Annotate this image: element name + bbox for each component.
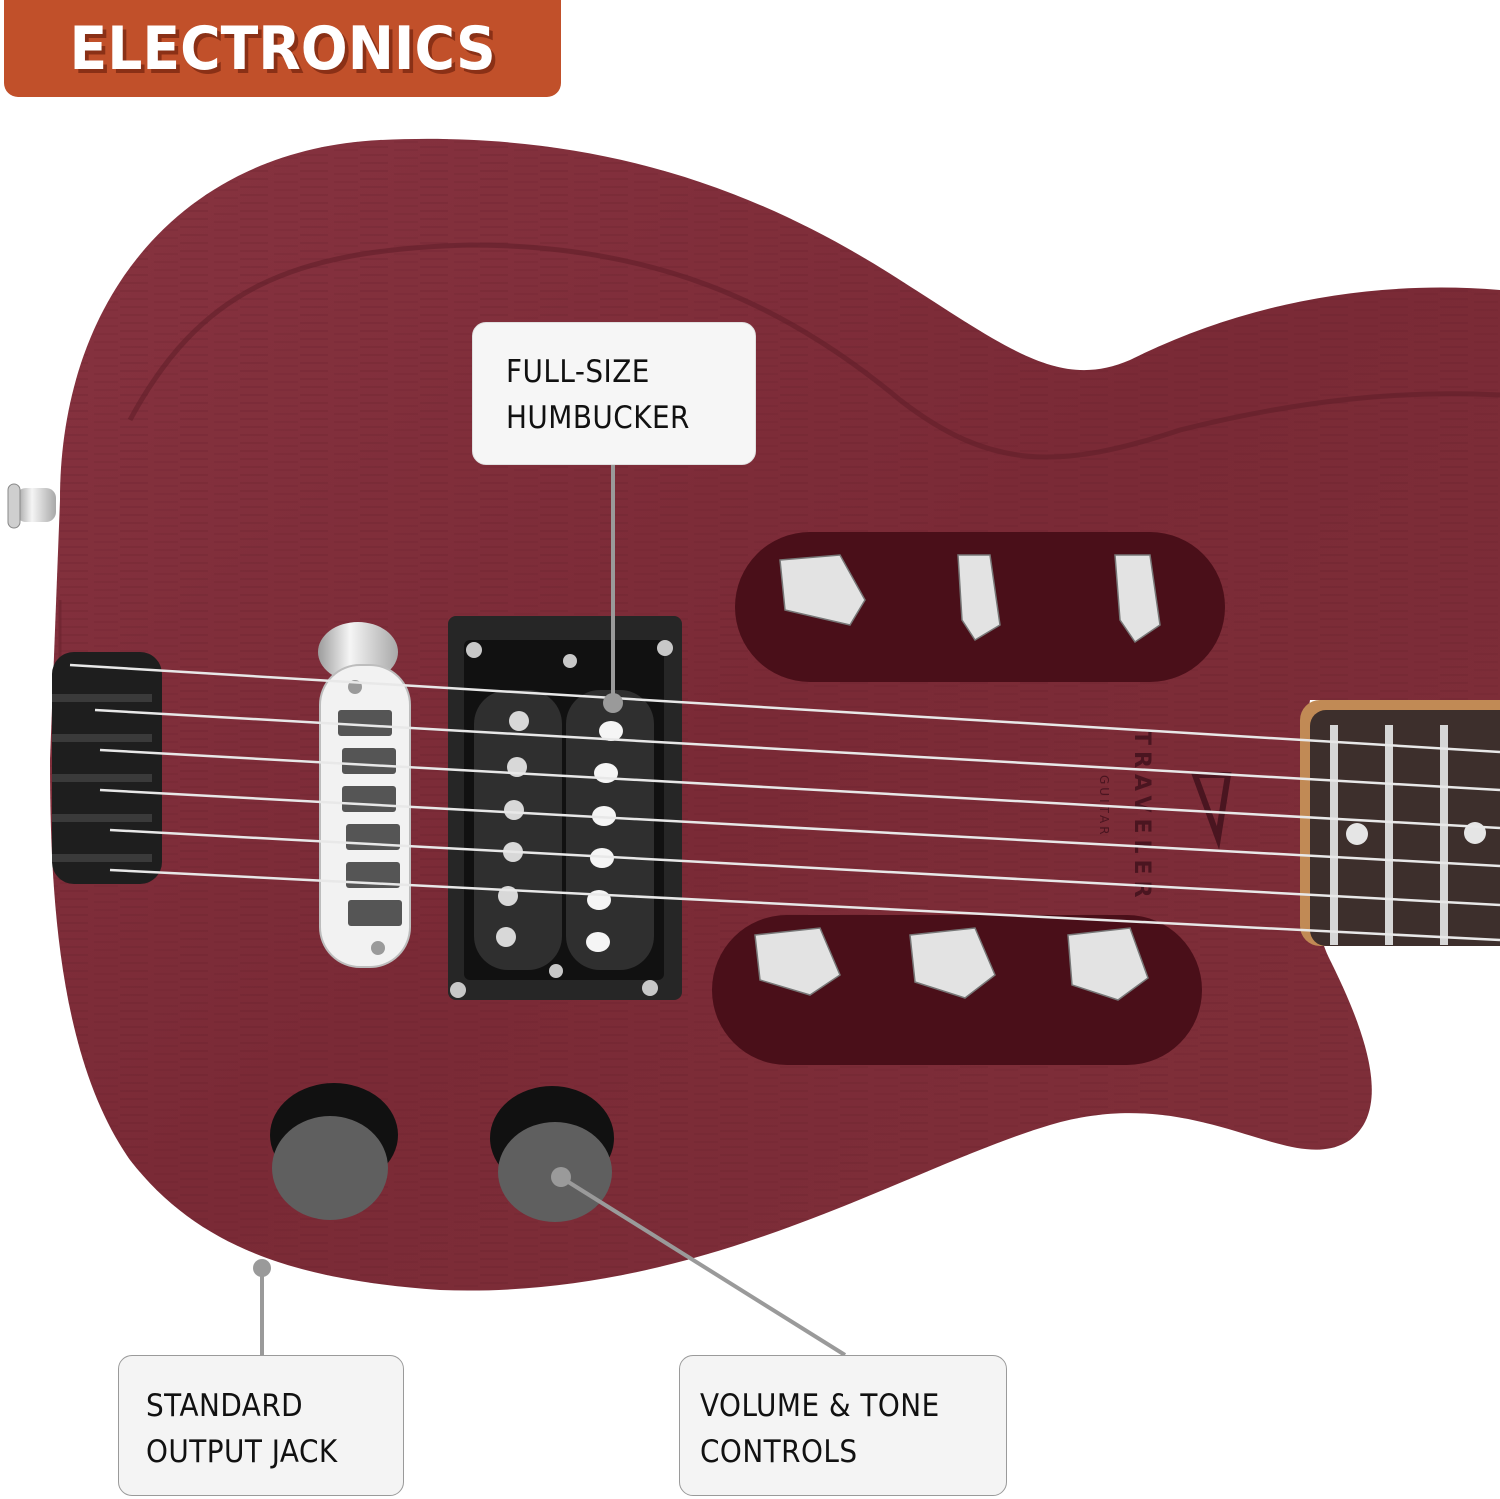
- callout-humbucker: FULL-SIZE HUMBUCKER: [472, 322, 756, 465]
- tuner-peg-icon: [779, 554, 1161, 644]
- volume-knob: [270, 1083, 398, 1220]
- guitar-body: [50, 138, 1500, 1291]
- traveler-logo: TRAVELER GUITAR: [1097, 730, 1232, 904]
- callout-output-jack: STANDARD OUTPUT JACK: [118, 1355, 404, 1496]
- svg-text:TRAVELER: TRAVELER: [1129, 730, 1154, 904]
- strap-button-icon: [7, 483, 56, 529]
- strings: [69, 663, 1500, 942]
- callout-output-jack-line-1: STANDARD: [146, 1388, 304, 1424]
- callout-humbucker-line-1: FULL-SIZE: [506, 354, 650, 390]
- tuner-cavity-bottom: [712, 915, 1202, 1065]
- callout-controls-line-1: VOLUME & TONE: [700, 1388, 940, 1424]
- callout-output-jack-line-2: OUTPUT JACK: [146, 1434, 338, 1470]
- callout-volume-tone-controls: VOLUME & TONE CONTROLS: [679, 1355, 1007, 1496]
- section-title-badge: ELECTRONICS: [4, 0, 561, 97]
- tuner-peg-icon: [754, 927, 1149, 1001]
- leader-lines: [253, 465, 847, 1357]
- callout-humbucker-line-2: HUMBUCKER: [506, 400, 690, 436]
- tuner-cavity-top: [735, 532, 1225, 682]
- string-anchor: [52, 652, 162, 884]
- tune-o-matic-bridge: [318, 622, 411, 968]
- humbucker-pickup: [448, 616, 682, 1000]
- callout-controls-line-2: CONTROLS: [700, 1434, 858, 1470]
- section-title: ELECTRONICS: [69, 13, 496, 84]
